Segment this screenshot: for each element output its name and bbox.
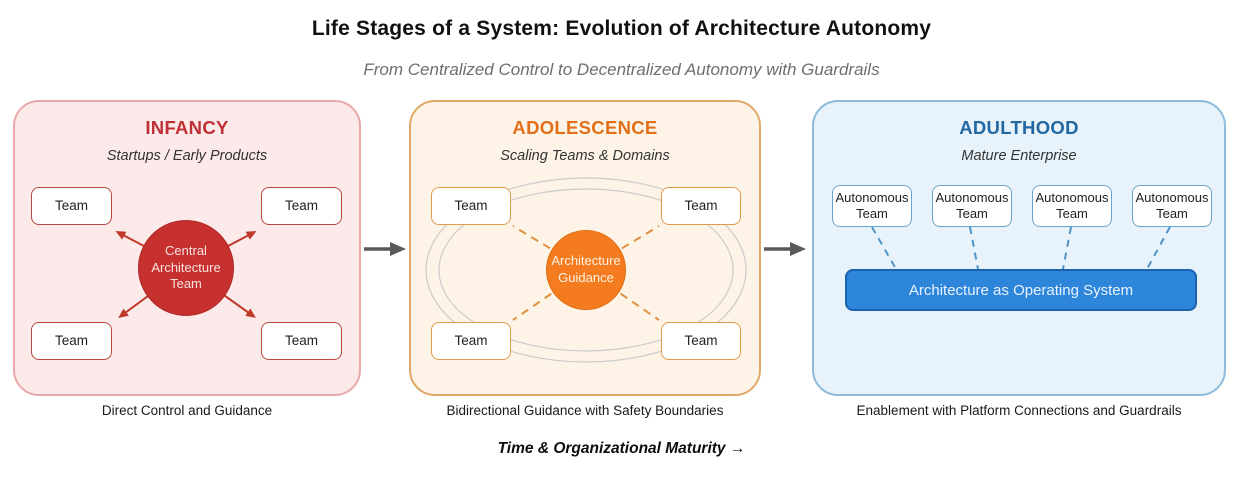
autonomous-team-box: Autonomous Team <box>932 185 1012 227</box>
adolescence-caption: Bidirectional Guidance with Safety Bound… <box>446 403 724 418</box>
architecture-os-bar: Architecture as Operating System <box>845 269 1197 311</box>
stage-panel-adulthood <box>812 100 1226 396</box>
adulthood-caption: Enablement with Platform Connections and… <box>856 403 1182 418</box>
infancy-title: INFANCY <box>145 117 229 138</box>
team-box: Team <box>661 187 741 225</box>
team-box: Team <box>261 187 342 225</box>
team-box: Team <box>431 322 511 360</box>
autonomous-team-box: Autonomous Team <box>1032 185 1112 227</box>
page-subtitle: From Centralized Control to Decentralize… <box>363 60 880 79</box>
autonomous-team-box: Autonomous Team <box>832 185 912 227</box>
team-box: Team <box>431 187 511 225</box>
team-box: Team <box>661 322 741 360</box>
adolescence-subtitle: Scaling Teams & Domains <box>500 148 670 164</box>
architecture-guidance-node: Architecture Guidance <box>546 230 626 310</box>
adulthood-subtitle: Mature Enterprise <box>961 148 1077 164</box>
team-box: Team <box>31 322 112 360</box>
adulthood-title: ADULTHOOD <box>959 117 1079 138</box>
team-box: Team <box>261 322 342 360</box>
team-box: Team <box>31 187 112 225</box>
autonomous-team-box: Autonomous Team <box>1132 185 1212 227</box>
infancy-subtitle: Startups / Early Products <box>106 148 268 164</box>
maturity-axis-label: Time & Organizational Maturity → <box>497 440 746 457</box>
infancy-caption: Direct Control and Guidance <box>101 403 273 418</box>
adolescence-title: ADOLESCENCE <box>512 117 658 138</box>
central-architecture-team-node: Central Architecture Team <box>138 220 234 316</box>
page-title: Life Stages of a System: Evolution of Ar… <box>311 17 932 40</box>
